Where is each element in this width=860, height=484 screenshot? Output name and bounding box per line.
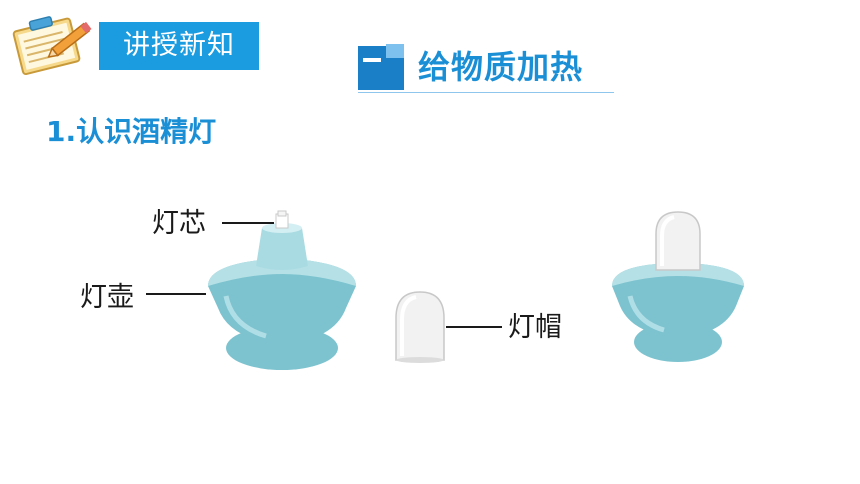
alcohol-lamp-capped xyxy=(612,211,744,362)
subtitle: 1.认识酒精灯 xyxy=(46,115,217,148)
badge-label: 讲授新知 xyxy=(99,22,259,70)
pointer-line-cap xyxy=(446,326,502,328)
alcohol-lamp-open xyxy=(208,210,356,370)
section-underline xyxy=(358,92,614,93)
label-cap: 灯帽 xyxy=(508,312,562,343)
pointer-line-wick xyxy=(222,222,274,224)
notebook-pencil-icon xyxy=(12,16,92,76)
label-pot: 灯壶 xyxy=(80,282,134,313)
section-title: 给物质加热 xyxy=(418,48,584,86)
lamp-neck xyxy=(256,228,308,270)
label-wick: 灯芯 xyxy=(152,208,206,239)
section-folder-icon xyxy=(358,44,404,90)
lamp-cap xyxy=(395,291,445,363)
pointer-line-pot xyxy=(146,293,206,295)
